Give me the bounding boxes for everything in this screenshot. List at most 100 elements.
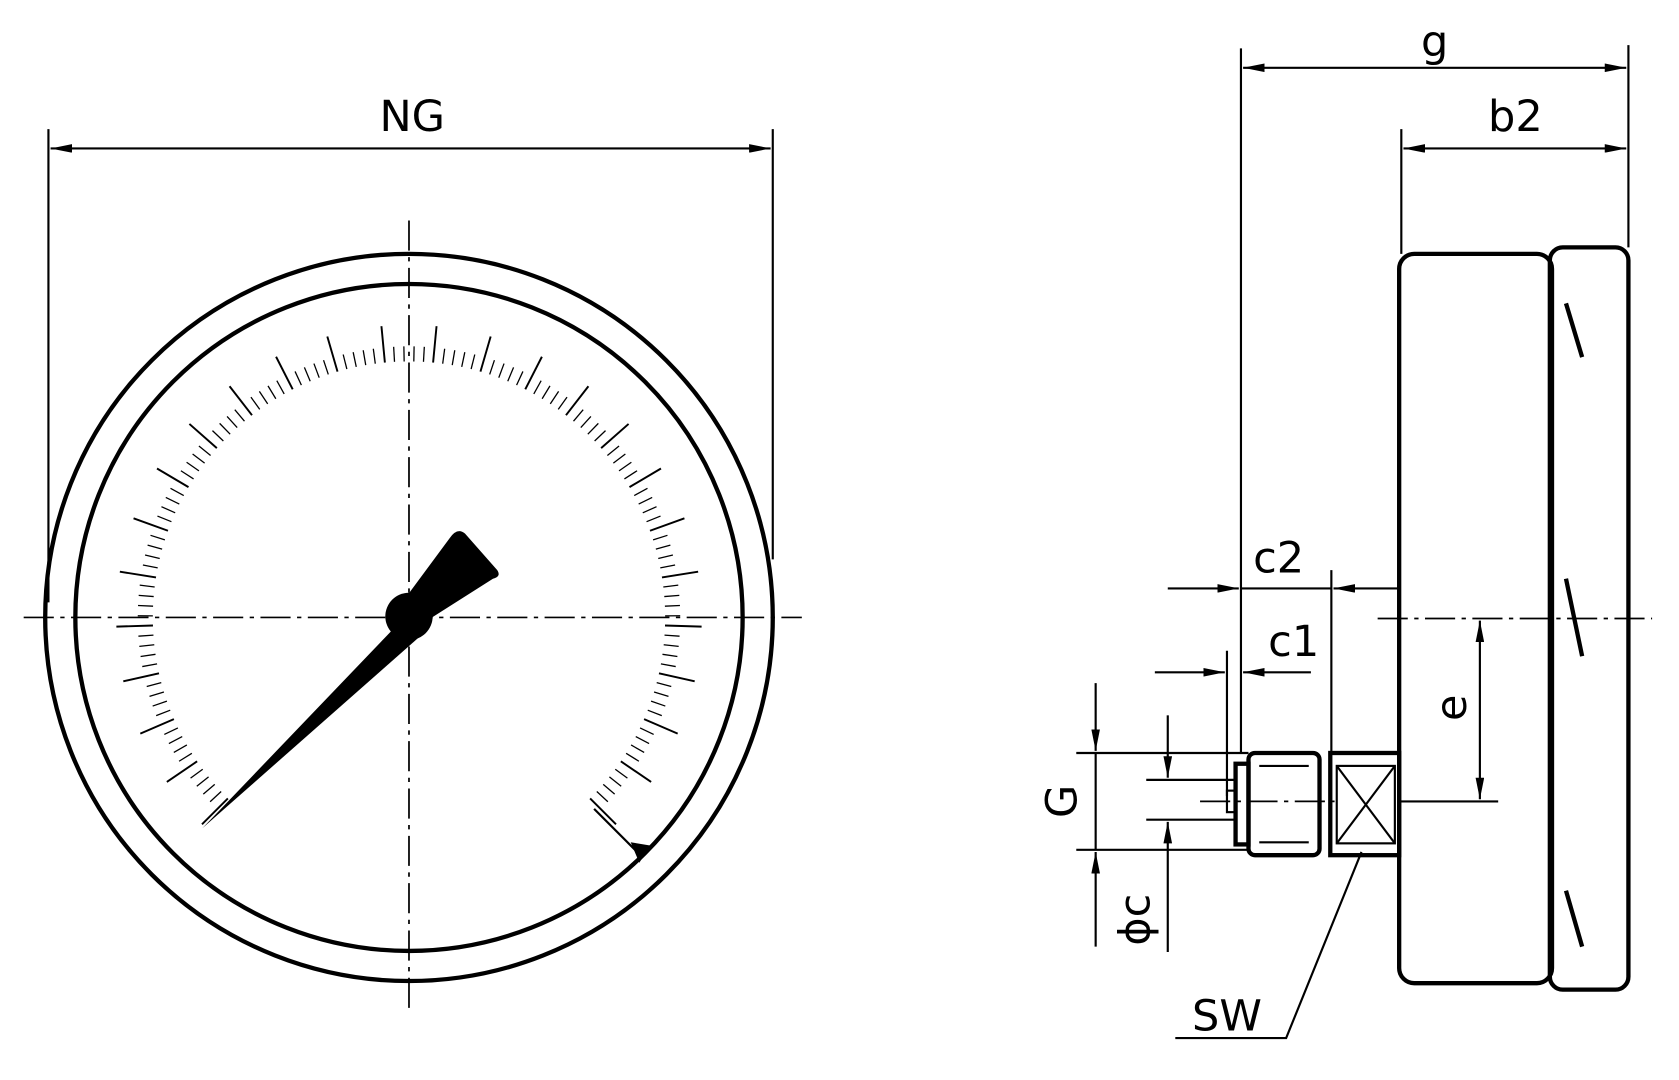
major-tick (275, 356, 294, 390)
minor-tick (451, 350, 456, 366)
limit-mark-triangle (630, 842, 651, 863)
minor-tick (157, 515, 172, 523)
minor-tick (142, 663, 158, 668)
minor-tick (168, 735, 183, 745)
b2-label: b2 (1488, 92, 1543, 142)
minor-tick (635, 735, 650, 745)
minor-tick (594, 430, 606, 442)
minor-tick (196, 776, 209, 787)
major-tick (123, 672, 160, 683)
minor-tick (573, 409, 584, 422)
minor-tick (173, 744, 188, 754)
minor-tick (638, 496, 653, 505)
dial-scale (116, 326, 702, 826)
minor-tick (664, 594, 680, 598)
minor-tick (234, 409, 245, 422)
minor-tick (313, 363, 320, 378)
minor-tick (549, 390, 560, 405)
minor-tick (652, 534, 668, 541)
minor-tick (393, 346, 396, 362)
major-tick (166, 760, 198, 783)
minor-tick (663, 644, 679, 647)
ng-label: NG (379, 92, 445, 142)
minor-tick (150, 534, 166, 541)
minor-tick (422, 346, 425, 362)
minor-tick (642, 506, 657, 514)
major-tick (664, 624, 702, 628)
c2-label: c2 (1253, 533, 1304, 583)
minor-tick (170, 487, 185, 497)
minor-tick (139, 644, 155, 647)
minor-tick (663, 584, 679, 588)
minor-tick (294, 371, 302, 386)
minor-tick (639, 727, 654, 735)
minor-tick (541, 385, 551, 400)
minor-tick (152, 700, 168, 707)
minor-tick (624, 470, 638, 480)
glass-mark-bottom (1563, 890, 1585, 948)
minor-tick (362, 350, 367, 366)
minor-tick (138, 594, 154, 598)
major-tick (133, 517, 169, 532)
minor-tick (618, 461, 632, 472)
minor-tick (625, 752, 640, 762)
minor-tick (165, 496, 180, 505)
wrench-flat (1335, 764, 1396, 845)
minor-tick (580, 415, 592, 428)
minor-tick (442, 348, 446, 364)
minor-tick (516, 371, 524, 386)
minor-tick (596, 791, 609, 803)
minor-tick (612, 453, 626, 464)
minor-tick (647, 709, 663, 717)
major-tick (524, 356, 543, 390)
minor-tick (303, 367, 311, 382)
c1-label: c1 (1268, 617, 1319, 667)
minor-tick (147, 544, 163, 550)
minor-tick (139, 584, 155, 588)
minor-tick (660, 663, 676, 668)
limit-mark-line (593, 808, 638, 853)
minor-tick (658, 554, 674, 560)
minor-tick (655, 544, 671, 550)
minor-tick (646, 515, 661, 523)
socket-hex (1328, 750, 1402, 858)
minor-tick (140, 653, 156, 658)
e-label: e (1427, 695, 1477, 721)
minor-tick (164, 727, 179, 735)
sw-label: SW (1192, 992, 1262, 1042)
minor-tick (372, 348, 376, 364)
minor-tick (192, 453, 206, 464)
minor-tick (653, 691, 669, 697)
minor-tick (190, 768, 204, 779)
minor-tick (198, 445, 212, 457)
minor-tick (276, 380, 285, 395)
minor-tick (267, 385, 277, 400)
minor-tick (650, 700, 666, 707)
minor-tick (498, 363, 505, 378)
minor-tick (155, 709, 171, 717)
minor-tick (342, 354, 348, 370)
thread-collar (1233, 761, 1251, 847)
pointer-hub (385, 592, 433, 641)
minor-tick (664, 604, 680, 607)
minor-tick (149, 691, 165, 697)
minor-tick (630, 744, 645, 754)
major-tick (326, 336, 339, 372)
major-tick (380, 326, 386, 363)
major-tick (643, 718, 679, 735)
minor-tick (258, 390, 269, 405)
minor-tick (250, 396, 261, 410)
minor-tick (142, 564, 158, 569)
major-tick (201, 797, 229, 826)
minor-tick (606, 445, 620, 457)
glass-mark-middle (1563, 578, 1585, 657)
major-tick (600, 423, 630, 449)
minor-tick (211, 430, 224, 442)
major-tick (620, 760, 652, 783)
minor-tick (533, 380, 542, 395)
glass-mark-top (1563, 302, 1585, 358)
major-tick (119, 570, 157, 579)
side-view: g b2 c2 c1 e G ϕc SW (1037, 17, 1653, 1042)
minor-tick (322, 359, 329, 375)
